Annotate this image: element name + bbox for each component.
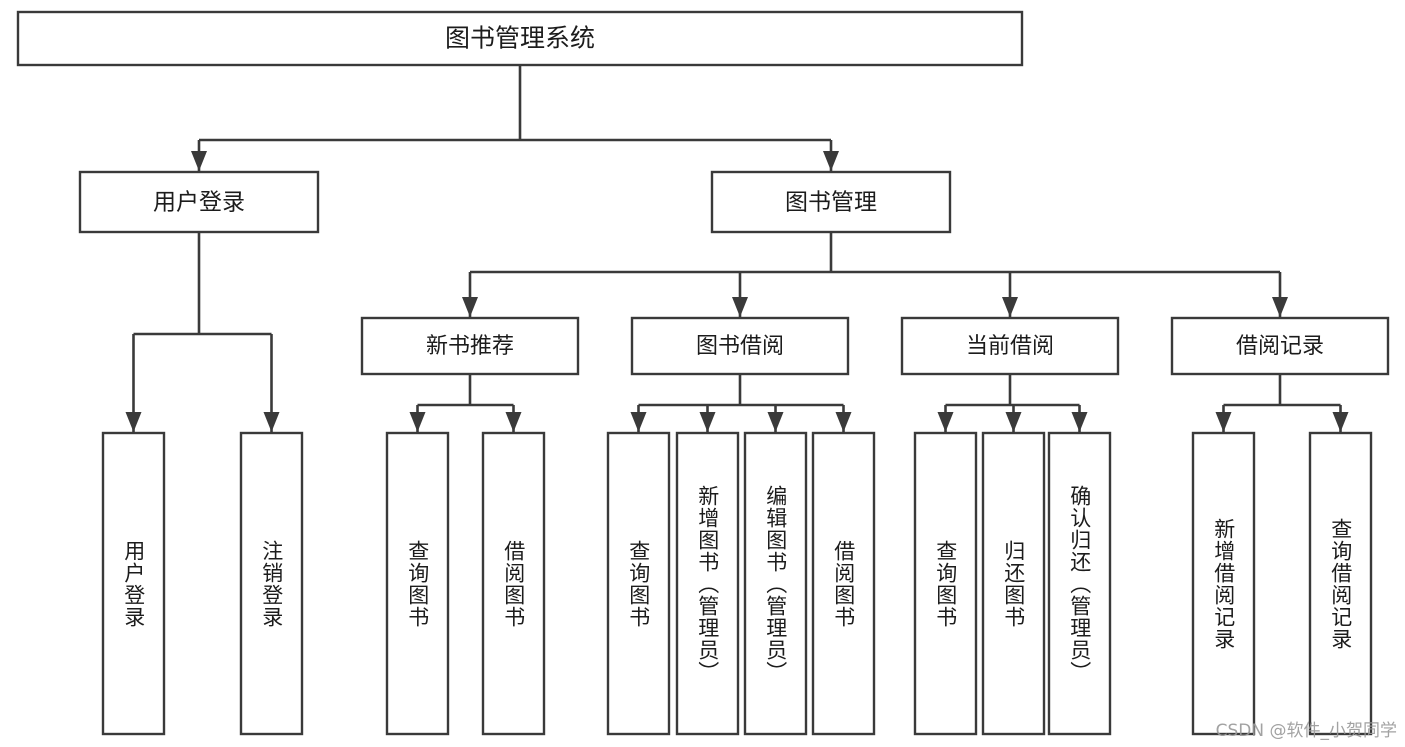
arrow-icon-leaf-query-record: [1332, 412, 1349, 432]
node-box-leaf-logout[interactable]: [239, 431, 304, 736]
arrow-icon-leaf-query-book-2: [630, 412, 647, 432]
arrow-icon-new-book-rec: [462, 297, 478, 317]
arrow-icon-leaf-query-book-3: [937, 412, 954, 432]
arrow-icon-leaf-user-login: [125, 412, 142, 432]
arrow-icon-book-manage: [823, 151, 839, 171]
node-label-book-manage: 图书管理: [785, 190, 877, 216]
node-box-leaf-user-login[interactable]: [101, 431, 166, 736]
node-label-book-borrow: 图书借阅: [696, 334, 784, 359]
node-box-leaf-edit-book[interactable]: [743, 431, 808, 736]
arrow-icon-borrow-record: [1272, 297, 1288, 317]
node-box-book-borrow[interactable]: [630, 316, 850, 376]
arrow-icon-leaf-borrow-book-1: [505, 412, 522, 432]
node-label-root: 图书管理系统: [445, 24, 595, 53]
node-box-root[interactable]: [16, 10, 1024, 67]
arrow-icon-leaf-add-book: [699, 412, 716, 432]
arrow-icon-leaf-confirm-return: [1071, 412, 1088, 432]
node-box-user-login[interactable]: [78, 170, 320, 234]
node-label-new-book-rec: 新书推荐: [426, 334, 514, 359]
node-box-leaf-add-record[interactable]: [1191, 431, 1256, 736]
arrow-icon-book-borrow: [732, 297, 748, 317]
node-box-book-manage[interactable]: [710, 170, 952, 234]
arrow-icon-current-borrow: [1002, 297, 1018, 317]
node-box-leaf-query-book-3[interactable]: [913, 431, 978, 736]
watermark: CSDN @软件_小贺同学: [1215, 721, 1397, 741]
arrow-icon-user-login: [191, 151, 207, 171]
arrow-icon-leaf-borrow-book-2: [835, 412, 852, 432]
node-box-new-book-rec[interactable]: [360, 316, 580, 376]
node-label-current-borrow: 当前借阅: [966, 334, 1054, 359]
node-label-user-login: 用户登录: [153, 190, 245, 216]
node-box-leaf-add-book[interactable]: [675, 431, 740, 736]
connectors-layer: [125, 65, 1349, 432]
arrow-icon-leaf-add-record: [1215, 412, 1232, 432]
boxes-layer: [16, 10, 1390, 736]
node-box-leaf-query-book-1[interactable]: [385, 431, 450, 736]
arrow-icon-leaf-edit-book: [767, 412, 784, 432]
node-box-current-borrow[interactable]: [900, 316, 1120, 376]
arrow-icon-leaf-query-book-1: [409, 412, 426, 432]
node-label-borrow-record: 借阅记录: [1236, 334, 1324, 359]
node-box-borrow-record[interactable]: [1170, 316, 1390, 376]
node-box-leaf-borrow-book-2[interactable]: [811, 431, 876, 736]
node-box-leaf-borrow-book-1[interactable]: [481, 431, 546, 736]
arrow-icon-leaf-return-book: [1005, 412, 1022, 432]
node-box-leaf-query-record[interactable]: [1308, 431, 1373, 736]
node-box-leaf-confirm-return[interactable]: [1047, 431, 1112, 736]
arrow-icon-leaf-logout: [263, 412, 280, 432]
node-box-leaf-query-book-2[interactable]: [606, 431, 671, 736]
node-box-leaf-return-book[interactable]: [981, 431, 1046, 736]
